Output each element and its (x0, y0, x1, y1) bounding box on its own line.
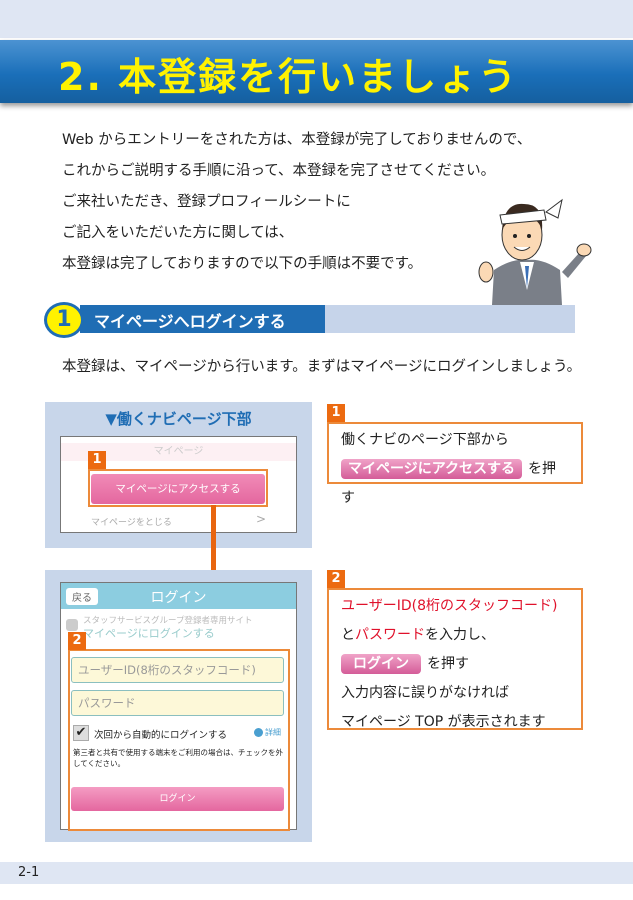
mypage-close-link[interactable]: マイページをとじる (91, 518, 172, 528)
help-icon (254, 728, 263, 737)
callout-text: 入力内容に誤りがなければ (341, 685, 509, 701)
lock-icon (66, 619, 78, 631)
navi-page-screenshot: ▼働くナビページ下部 マイページ マイページにアクセスする 1 マイページをとじ… (45, 402, 312, 548)
intro-line: 本登録は完了しておりますので以下の手順は不要です。 (62, 256, 423, 272)
callout-text: を押す (427, 656, 469, 672)
login-title: ログイン (150, 590, 207, 606)
detail-link[interactable]: 詳細 (265, 728, 281, 737)
section-heading: マイページへログインする (80, 305, 325, 333)
section-number-badge: 1 (44, 302, 84, 338)
intro-line: ご記入をいただいた方に関しては、 (62, 225, 294, 241)
login-screenshot: 戻る ログイン スタッフサービスグループ登録者専用サイト マイページにログインす… (45, 570, 312, 842)
login-subtitle: マイページにログインする (83, 627, 215, 640)
step2-callout: ユーザーID(8桁のスタッフコード) とパスワードを入力し、 ログインを押す 入… (327, 588, 583, 730)
top-band (0, 0, 633, 38)
user-id-text: ユーザーID(8桁のスタッフコード) (341, 598, 558, 614)
callout-text: 働くナビのページ下部から (341, 432, 509, 448)
step-tag: 1 (327, 404, 345, 422)
access-button-label: マイページにアクセスする (341, 459, 523, 479)
step-tag: 2 (68, 632, 86, 650)
callout-text: マイページ TOP が表示されます (341, 714, 546, 730)
back-button[interactable]: 戻る (66, 588, 98, 605)
login-button[interactable]: ログイン (71, 787, 284, 811)
login-button-label: ログイン (341, 654, 421, 674)
callout-text: と (341, 627, 355, 643)
auto-login-label: 次回から自動的にログインする (94, 730, 228, 741)
password-input[interactable]: パスワード (71, 690, 284, 716)
password-text: パスワード (355, 627, 425, 643)
intro-line: Web からエントリーをされた方は、本登録が完了しておりませんので、 (62, 132, 532, 148)
mypage-header: マイページ (61, 443, 296, 461)
callout-text: を入力し、 (425, 627, 495, 643)
auto-login-checkbox[interactable]: ✔ (73, 725, 89, 741)
page-title: 2. 本登録を行いましょう (58, 55, 519, 99)
user-id-input[interactable]: ユーザーID(8桁のスタッフコード) (71, 657, 284, 683)
step-tag: 1 (88, 451, 106, 469)
site-name: スタッフサービスグループ登録者専用サイト (83, 616, 253, 626)
footer-bar: 2-1 (0, 862, 633, 884)
step-tag: 2 (327, 570, 345, 588)
staff-character-illustration (478, 198, 592, 305)
mypage-access-button[interactable]: マイページにアクセスする (91, 474, 265, 504)
intro-line: ご来社いただき、登録プロフィールシートに (62, 194, 351, 210)
shared-device-note: 第三者と共有で使用する端末をご利用の場合は、チェックを外してください。 (73, 748, 283, 768)
callout-text: を押す (341, 461, 557, 506)
section-title: マイページへログインする (94, 312, 286, 331)
panel-title: ▼働くナビページ下部 (105, 410, 252, 428)
intro-line: これからご説明する手順に沿って、本登録を完了させてください。 (62, 163, 496, 179)
section-lead: 本登録は、マイページから行います。まずはマイページにログインしましょう。 (62, 359, 582, 375)
page-header: 2. 本登録を行いましょう (0, 40, 633, 103)
page-number: 2-1 (18, 865, 40, 880)
chevron-right-icon: > (256, 512, 267, 526)
step1-callout: 働くナビのページ下部から マイページにアクセスするを押す (327, 422, 583, 506)
